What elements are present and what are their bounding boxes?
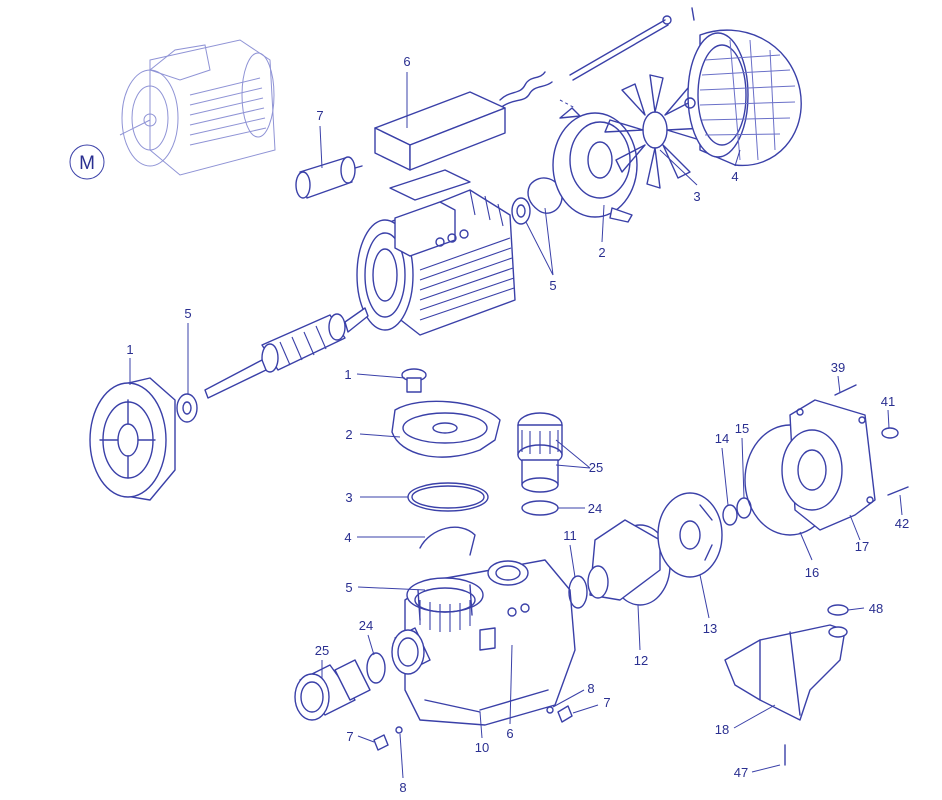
impeller xyxy=(657,492,723,578)
label-pump-25-upper: 25 xyxy=(589,460,603,475)
label-pump-8-left: 8 xyxy=(399,780,406,795)
label-pump-14: 14 xyxy=(715,431,729,446)
label-pump-7-left: 7 xyxy=(346,729,353,744)
cooling-fan xyxy=(604,74,706,189)
label-pump-13: 13 xyxy=(703,621,717,636)
label-motor-2: 2 xyxy=(598,245,605,260)
label-pump-39: 39 xyxy=(831,360,845,375)
rotor-shaft xyxy=(204,307,369,399)
label-pump-47: 47 xyxy=(734,765,748,780)
label-pump-48: 48 xyxy=(869,601,883,616)
label-pump-24-lower: 24 xyxy=(359,618,373,633)
bolt-39 xyxy=(834,384,857,396)
motor-marker-label: M xyxy=(79,153,95,174)
fan-nut xyxy=(684,97,696,109)
mechanical-seal-rotating xyxy=(722,504,738,526)
bolt-42 xyxy=(887,486,909,496)
bearing-front xyxy=(176,393,198,423)
motor-body xyxy=(356,189,516,336)
tie-rod-nut xyxy=(662,15,672,25)
label-pump-25-lower: 25 xyxy=(315,643,329,658)
label-pump-8-right: 8 xyxy=(587,681,594,696)
label-pump-41: 41 xyxy=(881,394,895,409)
drain-o-ring-right xyxy=(546,706,554,714)
label-pump-12: 12 xyxy=(634,653,648,668)
label-motor-1: 1 xyxy=(126,342,133,357)
lid-knob xyxy=(401,368,427,393)
diffuser xyxy=(587,519,671,606)
union-outlet xyxy=(517,412,563,493)
label-pump-17: 17 xyxy=(855,539,869,554)
cover-screw xyxy=(691,7,695,21)
label-pump-3: 3 xyxy=(345,490,352,505)
label-pump-24-upper: 24 xyxy=(588,501,602,516)
label-pump-1: 1 xyxy=(344,367,351,382)
drain-plug-right xyxy=(557,705,573,723)
label-motor-4: 4 xyxy=(731,169,738,184)
label-motor-5-upper: 5 xyxy=(549,278,556,293)
foot-bracket xyxy=(724,624,848,721)
label-pump-15: 15 xyxy=(735,421,749,436)
label-pump-6: 6 xyxy=(506,726,513,741)
label-pump-5: 5 xyxy=(345,580,352,595)
label-motor-3: 3 xyxy=(693,189,700,204)
terminal-box-cover xyxy=(374,71,553,171)
label-pump-18: 18 xyxy=(715,722,729,737)
part-number-labels: 6 7 5 2 3 4 5 1 1 2 3 4 5 25 24 11 12 13… xyxy=(126,54,909,795)
union-inlet xyxy=(294,659,371,721)
washer-48 xyxy=(827,604,849,616)
motor-thumbnail xyxy=(119,39,276,176)
label-pump-2: 2 xyxy=(345,427,352,442)
bearing-upper xyxy=(511,197,531,225)
pump-housing xyxy=(391,559,576,726)
label-pump-4: 4 xyxy=(344,530,351,545)
wave-washer xyxy=(527,177,563,214)
terminal-gasket xyxy=(389,169,471,201)
label-motor-5-lower: 5 xyxy=(184,306,191,321)
rear-endshield xyxy=(552,107,638,223)
label-motor-7: 7 xyxy=(316,108,323,123)
seal-plate xyxy=(781,399,876,531)
front-endshield xyxy=(89,377,176,501)
capacitor xyxy=(295,156,363,199)
washer-41 xyxy=(881,427,899,439)
label-pump-7-right: 7 xyxy=(603,695,610,710)
motor-marker-circle xyxy=(69,144,105,180)
union-seal-outlet xyxy=(521,500,559,516)
strainer-basket xyxy=(417,584,473,621)
tie-rod-edge xyxy=(572,24,669,81)
lid-o-ring xyxy=(407,482,489,512)
union-seal-inlet xyxy=(366,652,386,684)
drain-o-ring-left xyxy=(395,726,403,734)
callout-lines xyxy=(129,72,903,779)
basket-handle xyxy=(419,526,476,556)
lid-o-ring-inner xyxy=(411,485,485,509)
diffuser-o-ring xyxy=(568,575,588,609)
drain-plug-left xyxy=(373,734,389,751)
label-pump-42: 42 xyxy=(895,516,909,531)
label-motor-6: 6 xyxy=(403,54,410,69)
label-pump-16: 16 xyxy=(805,565,819,580)
fan-cover xyxy=(687,29,802,167)
tie-rod xyxy=(569,19,666,76)
strainer-lid xyxy=(391,400,501,458)
label-pump-11: 11 xyxy=(563,528,577,543)
label-pump-10: 10 xyxy=(475,740,489,755)
